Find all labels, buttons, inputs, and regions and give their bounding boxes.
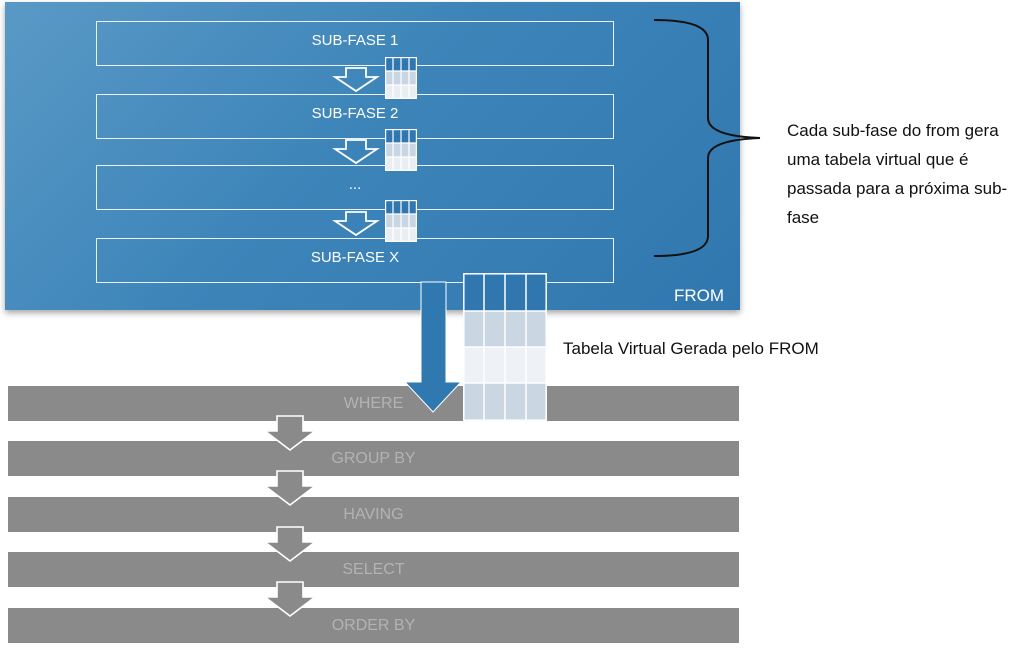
phase-arrow-2: [262, 470, 318, 507]
virtual-table-small-icon-3: [385, 200, 417, 242]
virtual-table-small-icon-2: [385, 129, 417, 171]
subfase-1-label: SUB-FASE 1: [311, 32, 399, 49]
right-brace: [653, 19, 761, 257]
virtual-table-small-icon-1: [385, 57, 417, 99]
phase-where: WHERE: [8, 386, 739, 421]
subfase-ellipsis-box: ...: [96, 165, 614, 210]
subfase-2-box: SUB-FASE 2: [96, 94, 614, 139]
phase-group-by-label: GROUP BY: [331, 449, 416, 467]
phase-arrow-1: [262, 415, 318, 452]
phase-order-by-label: ORDER BY: [331, 616, 416, 634]
subfase-2-label: SUB-FASE 2: [311, 105, 399, 122]
virtual-table-label: Tabela Virtual Gerada pelo FROM: [563, 339, 819, 358]
subfase-x-box: SUB-FASE X: [96, 238, 614, 283]
virtual-table-large-icon: [463, 273, 547, 421]
subphase-note: Cada sub-fase do from gera uma tabela vi…: [787, 121, 1008, 227]
phase-group-by: GROUP BY: [8, 441, 739, 476]
subfase-1-box: SUB-FASE 1: [96, 21, 614, 66]
from-to-where-arrow: [403, 281, 463, 413]
phase-order-by: ORDER BY: [8, 608, 739, 643]
phase-arrow-3: [262, 526, 318, 563]
phase-having-label: HAVING: [343, 505, 404, 523]
phase-arrow-4: [262, 581, 318, 618]
subfase-arrow-1: [332, 67, 380, 93]
phase-where-label: WHERE: [343, 394, 404, 412]
from-panel: [5, 2, 740, 310]
phase-select-label: SELECT: [342, 560, 405, 578]
subfase-arrow-3: [332, 211, 380, 237]
phase-having: HAVING: [8, 497, 739, 532]
phase-select: SELECT: [8, 552, 739, 587]
subfase-ellipsis-label: ...: [348, 176, 362, 193]
from-label: FROM: [674, 286, 725, 305]
subfase-x-label: SUB-FASE X: [310, 249, 400, 266]
subfase-arrow-2: [332, 139, 380, 165]
